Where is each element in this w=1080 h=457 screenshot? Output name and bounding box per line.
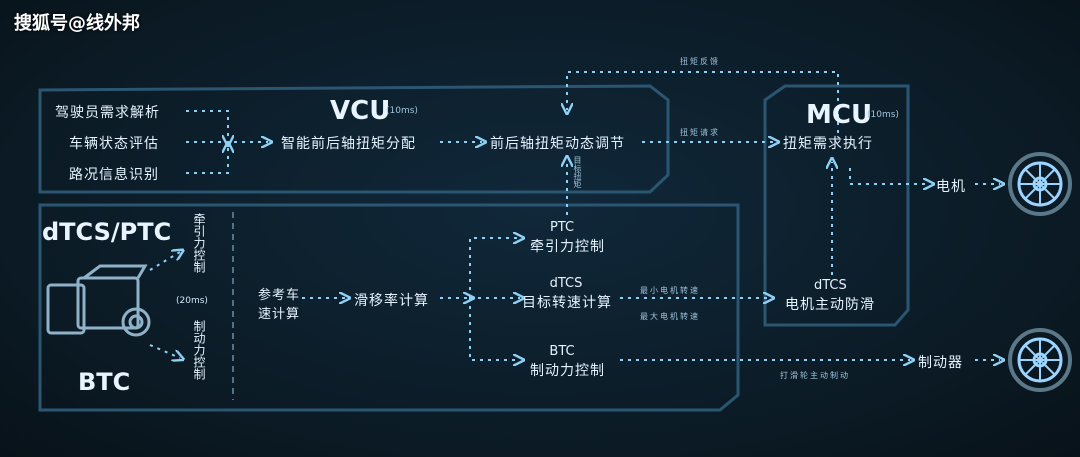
vcu-period: (10ms)	[386, 106, 418, 116]
ref-speed-line-2: 速计算	[257, 307, 300, 322]
min-speed-label: 最小电机转速	[640, 286, 700, 295]
vcu-title: VCU	[330, 96, 391, 126]
dtcs-box	[38, 203, 740, 412]
watermark: 搜狐号@线外邦	[14, 13, 140, 34]
input-arrow-3	[186, 146, 228, 174]
split-to-btc-arrow	[469, 298, 520, 360]
vcu-input-driver: 驾驶员需求解析	[55, 105, 160, 121]
dtcs-period: (20ms)	[176, 296, 208, 306]
torque-feedback-label: 扭矩反馈	[680, 57, 720, 66]
btc-title: BTC	[78, 368, 131, 396]
ref-speed-line-1: 参考车	[257, 288, 300, 303]
mcu-torque-execution: 扭矩需求执行	[783, 136, 873, 152]
torque-request-label: 扭矩请求	[680, 128, 720, 137]
mcu-title: MCU	[806, 100, 873, 130]
motor-label: 电机	[936, 179, 966, 195]
camera-traction-arrow	[149, 252, 180, 271]
vcu-box	[38, 84, 670, 194]
slip-active-brake-label: 打滑轮主动制动	[780, 371, 850, 380]
target-torque-vertical: 目标扭矩	[573, 156, 582, 188]
traction-control-vertical: 牵引力控制	[192, 213, 206, 273]
btc-node-title: BTC	[549, 344, 575, 359]
split-to-ptc-arrow	[469, 238, 520, 298]
slip-calc: 滑移率计算	[354, 293, 429, 309]
dtcs-ptc-title: dTCS/PTC	[42, 218, 172, 246]
mcu-period: (10ms)	[867, 110, 899, 120]
mcu-dtcs-label: dTCS	[814, 278, 847, 293]
mcu-active-damping: 电机主动防滑	[785, 297, 875, 313]
vcu-input-vehicle: 车辆状态评估	[69, 136, 159, 152]
brake-label: 制动器	[918, 355, 963, 371]
dtcs-node-sub: 目标转速计算	[522, 295, 612, 311]
wheel-icon	[1008, 328, 1072, 392]
input-arrow-1	[186, 110, 228, 142]
torque-feedback-arrow	[567, 71, 839, 133]
camera-module-icon	[46, 264, 151, 337]
to-motor-arrow	[849, 168, 930, 184]
ptc-node-sub: 牵引力控制	[530, 239, 605, 255]
ref-speed-label: 参考车 速计算	[254, 284, 304, 322]
dtcs-node-title: dTCS	[549, 276, 583, 291]
camera-brake-arrow	[149, 344, 180, 358]
vcu-torque-distribution: 智能前后轴扭矩分配	[281, 136, 416, 152]
max-speed-label: 最大电机转速	[640, 312, 700, 321]
mcu-box	[763, 84, 910, 327]
vcu-dynamic-adjust: 前后轴扭矩动态调节	[490, 136, 625, 152]
brake-control-vertical: 制动力控制	[192, 320, 206, 380]
wheel-icon	[1008, 152, 1072, 216]
ptc-node-title: PTC	[549, 220, 575, 235]
btc-node-sub: 制动力控制	[530, 363, 605, 379]
vcu-input-road: 路况信息识别	[69, 167, 159, 183]
